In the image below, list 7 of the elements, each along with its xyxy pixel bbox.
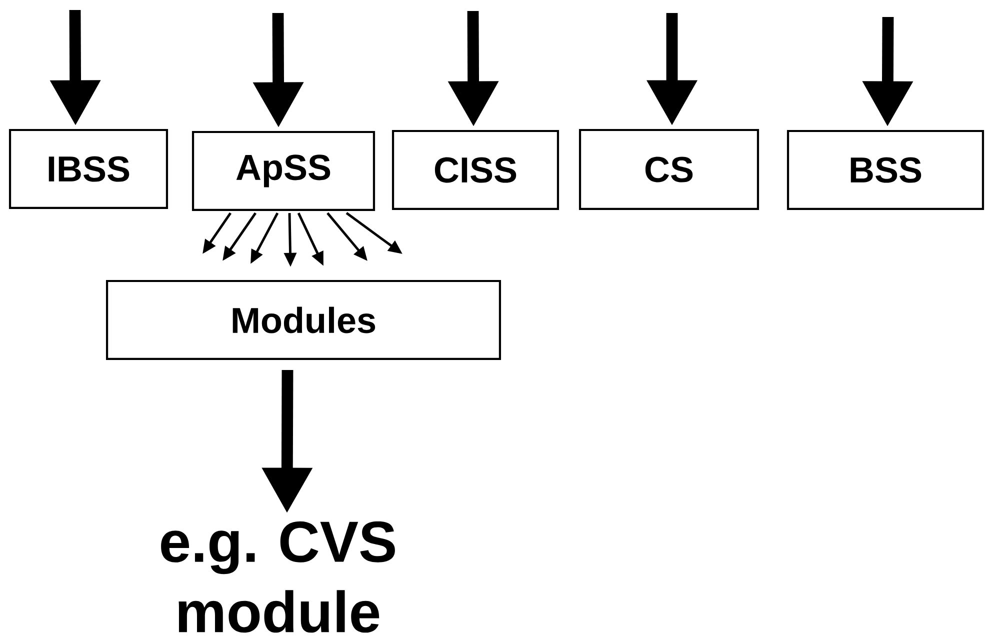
label-box: Modules (106, 280, 502, 360)
label-box: CISS (392, 130, 560, 210)
label-box: CS (578, 128, 760, 210)
label-box: BSS (786, 130, 984, 210)
example-text: e.g. CVS module (161, 521, 395, 633)
label-box: ApSS (192, 130, 376, 212)
label-box: IBSS (8, 128, 168, 210)
